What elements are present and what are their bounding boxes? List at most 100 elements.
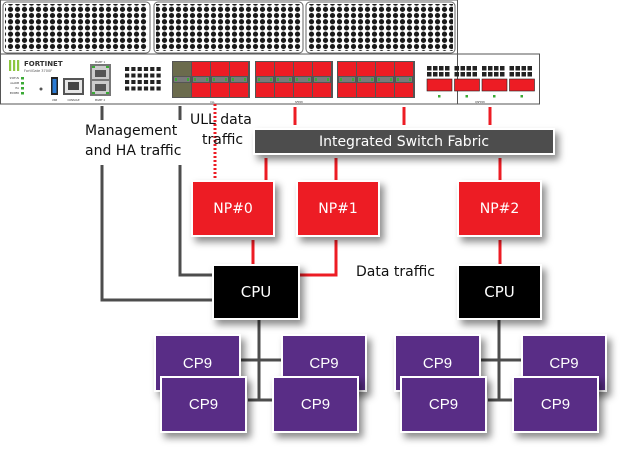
port-led-icon (137, 67, 142, 71)
qsfp-led-icon (494, 72, 499, 77)
sfp-led-icon (315, 78, 317, 81)
port-led-icon (156, 67, 161, 71)
ull-group-label: ULL (210, 100, 215, 104)
mgmt-ports: MGMT 1 MGMT 2 (90, 60, 111, 102)
port-led-icon (156, 73, 161, 78)
qsfp-group-label: QSFP28 (475, 100, 485, 104)
cpu1-box: CPU (212, 264, 300, 320)
sfp-port (338, 62, 356, 76)
port-led-icon (150, 73, 155, 78)
port-led-icon (125, 80, 130, 84)
led-label: POWER (10, 91, 20, 95)
sfp-latch (339, 77, 355, 82)
sfp-led-icon (187, 78, 189, 81)
sfp-led-icon (296, 78, 298, 81)
sfp-led-icon (340, 78, 342, 81)
sfp-latch (174, 77, 190, 82)
port-led-icon (137, 73, 142, 78)
sfp-latch (358, 77, 374, 82)
sfp-led-icon (352, 78, 354, 81)
port-led-icon (143, 80, 149, 84)
qsfp-led-icon (433, 66, 438, 71)
cp9-label: CP9 (188, 396, 219, 413)
cp9-label: CP9 (182, 354, 213, 372)
qsfp-led-icon (482, 72, 487, 77)
cpu2-label: CPU (484, 283, 515, 301)
ha-link (178, 165, 214, 277)
qsfp-led-icon (433, 72, 438, 77)
sfp-port (256, 62, 274, 76)
port-led-icon (125, 86, 130, 91)
sfp-latch (396, 77, 412, 82)
sfp-latch (276, 77, 292, 82)
qsfp-led-icon (445, 66, 450, 71)
sfp-led-icon (244, 78, 246, 81)
sfp-led-icon (270, 78, 272, 81)
np2-label: NP#2 (479, 200, 520, 217)
qsfp-status-icon (438, 95, 441, 98)
led-label: ALARM (10, 81, 19, 85)
qsfp-port (426, 78, 453, 92)
sfp-port (294, 83, 312, 97)
port-led-icon (143, 67, 149, 71)
mgmt1-label: MGMT 1 (95, 60, 106, 64)
sfp-led-icon (390, 78, 392, 81)
port-led-icon (131, 86, 136, 91)
port-led-icon (150, 86, 155, 91)
sfp-led-icon (194, 78, 196, 81)
sfp-port (192, 83, 210, 97)
qsfp-port (509, 78, 535, 92)
qsfp-status-icon (465, 95, 468, 98)
qsfp-led-icon (494, 66, 499, 71)
qsfp-port (454, 78, 480, 92)
sfp-port (395, 83, 413, 97)
np0-label: NP#0 (213, 200, 253, 217)
port-led-icon (150, 80, 155, 84)
sfp-latch (193, 77, 209, 82)
sfp-led-icon (225, 78, 227, 81)
sfp28-group-label: SFP28 (295, 100, 303, 104)
qsfp-led-icon (427, 72, 432, 77)
port-led-icon (125, 73, 130, 78)
sfp-led-icon (175, 78, 177, 81)
sfp-led-icon (378, 78, 380, 81)
qsfp-port-block (426, 66, 535, 98)
usb-port: USB (51, 77, 58, 102)
sfp-port (256, 83, 274, 97)
port-led-icon (143, 73, 149, 78)
front-bezel (0, 53, 540, 105)
sfp-latch (377, 77, 393, 82)
sfp-port (230, 62, 248, 76)
console-label: CONSOLE (67, 98, 80, 102)
port-led-icon (125, 67, 130, 71)
qsfp-led-icon (445, 72, 450, 77)
management-label: Management (85, 123, 178, 139)
qsfp-led-icon (509, 66, 514, 71)
sfp-led-icon (371, 78, 373, 81)
ull-label-line2: traffic (202, 132, 244, 148)
qsfp-led-icon (500, 66, 505, 71)
port-led-icon (143, 86, 149, 91)
port-led-icon (137, 80, 142, 84)
data-traffic-label: Data traffic (356, 264, 435, 280)
sfp-port (395, 62, 413, 76)
led-icon (21, 92, 24, 95)
model-text: FortiGate 3700F (24, 69, 52, 73)
sfp-port (313, 62, 331, 76)
sfp-latch (314, 77, 330, 82)
sfp-port (357, 62, 375, 76)
qsfp-led-icon (509, 72, 514, 77)
qsfp-led-icon (527, 66, 532, 71)
qsfp-led-icon (460, 66, 465, 71)
np0-box: NP#0 (191, 180, 275, 237)
sfp-port-block (337, 61, 415, 98)
cpu1-label: CPU (240, 283, 272, 301)
cp9-label: CP9 (540, 396, 571, 413)
sfp-led-icon (409, 78, 411, 81)
sfp-led-icon (277, 78, 279, 81)
sfp-port-block (172, 61, 250, 98)
qsfp-led-icon (472, 72, 477, 77)
port-led-icon (131, 73, 136, 78)
sfp-led-icon (308, 78, 310, 81)
sfp-port (211, 62, 229, 76)
